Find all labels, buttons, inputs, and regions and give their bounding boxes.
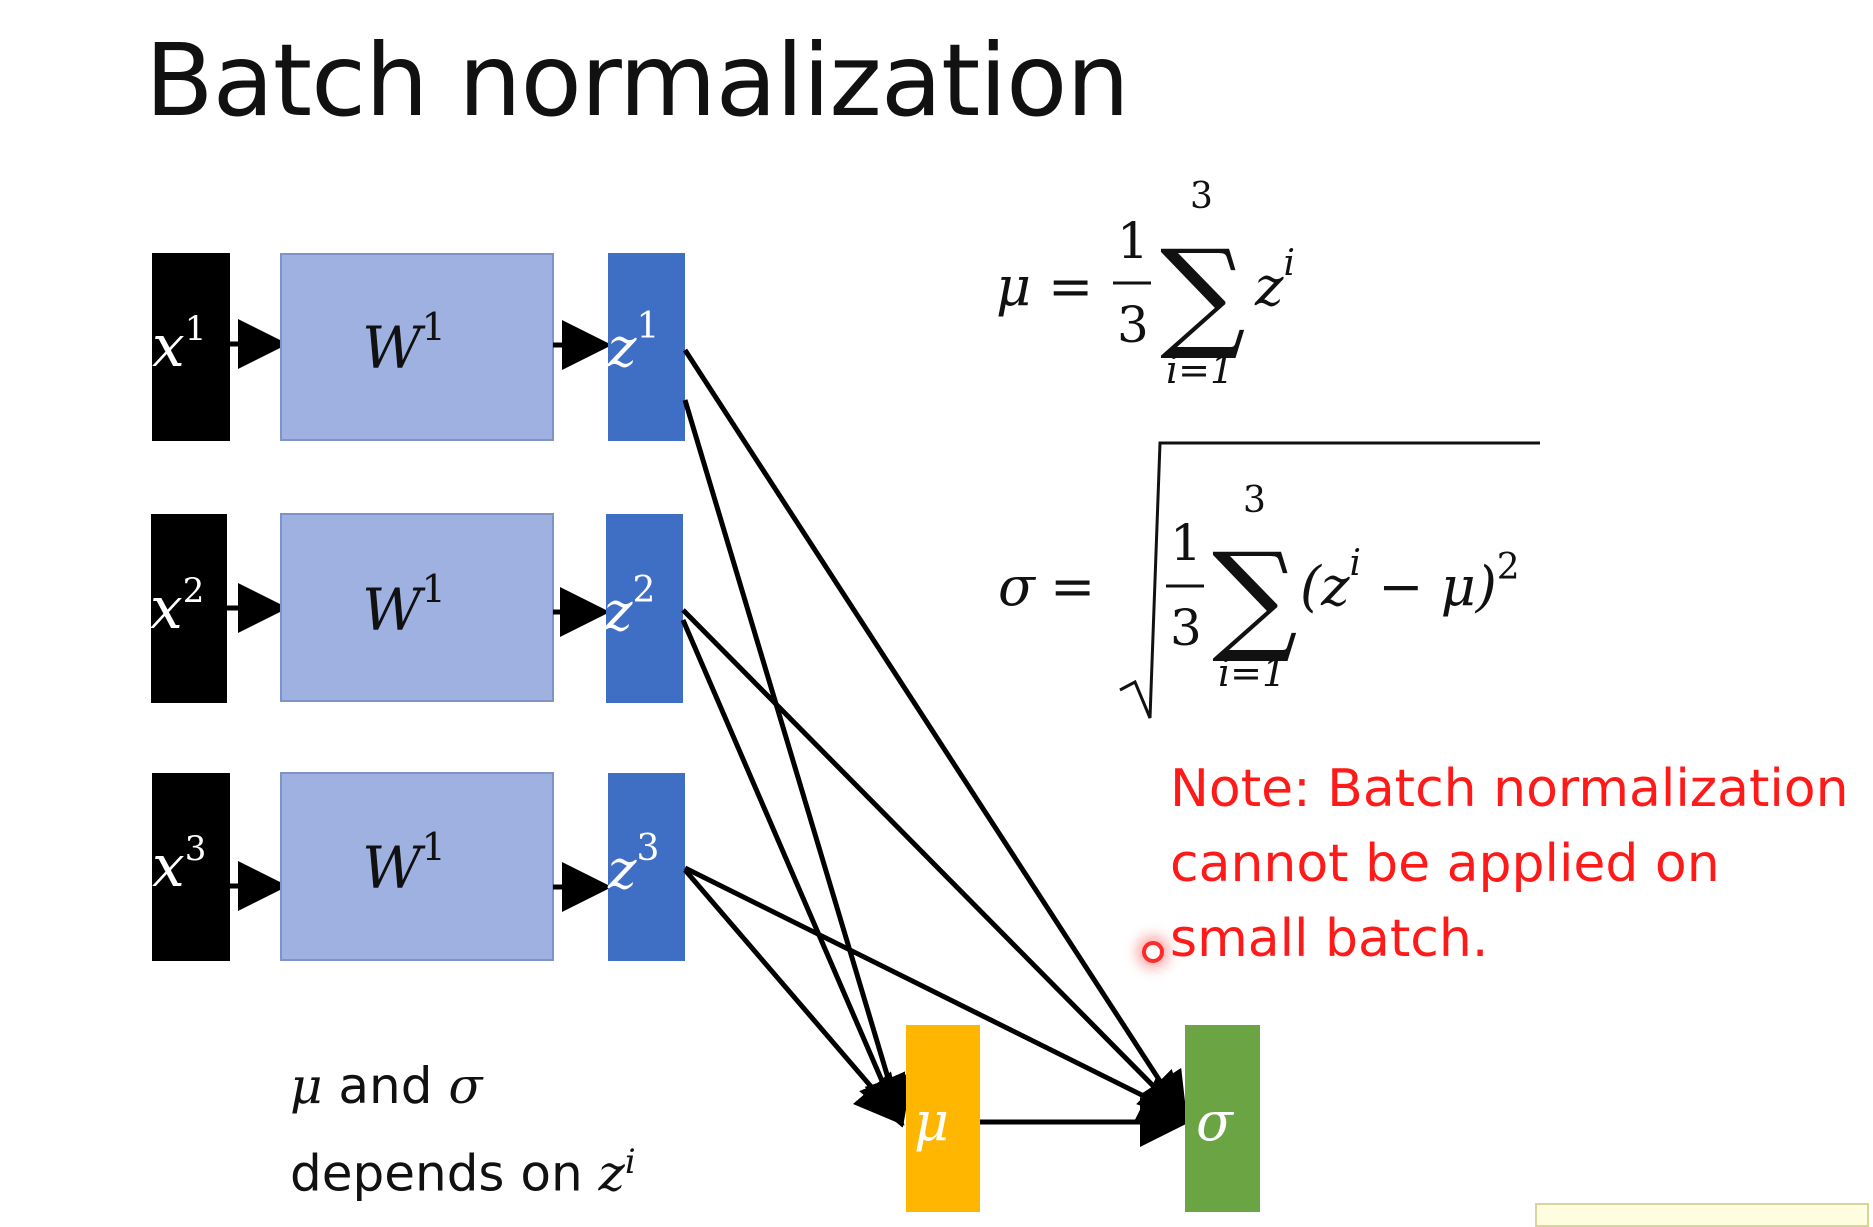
weight-box-1 bbox=[280, 253, 554, 441]
formula-mu: μ = 1 3 3 ∑ i=1 zi bbox=[996, 176, 1295, 392]
weight-box-3 bbox=[280, 772, 554, 961]
formula-mu-term: zi bbox=[1254, 243, 1295, 318]
slide-title: Batch normalization bbox=[145, 22, 1130, 139]
caption-depends: depends on bbox=[290, 1144, 599, 1203]
caption-sigma: σ bbox=[448, 1057, 483, 1115]
input-box-2 bbox=[151, 514, 227, 703]
mu-label: μ bbox=[914, 1090, 949, 1153]
edge-z3-mu bbox=[683, 868, 905, 1126]
formula-sigma-term: (zi − μ)2 bbox=[1300, 543, 1520, 618]
formula-sigma-eq: = bbox=[1050, 555, 1095, 618]
edge-z1-sigma bbox=[682, 348, 1188, 1124]
output-label-1: z1 bbox=[607, 306, 659, 379]
corner-box bbox=[1535, 1203, 1869, 1227]
edge-z1-mu bbox=[682, 399, 913, 1128]
formula-sigma-sum: ∑ bbox=[1212, 528, 1298, 667]
input-box-1 bbox=[152, 253, 230, 441]
output-box-1 bbox=[608, 253, 685, 441]
weight-label-1: W1 bbox=[362, 305, 446, 382]
formula-sigma-lhs: σ bbox=[998, 555, 1037, 618]
formula-mu-frac-den: 3 bbox=[1117, 296, 1149, 354]
note-text: Note: Batch normalization cannot be appl… bbox=[1170, 752, 1870, 977]
formula-sigma-sum-bottom: i=1 bbox=[1218, 651, 1286, 695]
formula-sigma-frac-den: 3 bbox=[1170, 599, 1202, 657]
row-3: x3 W1 z3 bbox=[152, 772, 685, 961]
caption-mu: μ bbox=[290, 1057, 323, 1115]
formula-mu-eq: = bbox=[1048, 255, 1093, 318]
output-label-3: z3 bbox=[607, 828, 659, 901]
input-box-3 bbox=[152, 773, 230, 961]
input-label-3: x3 bbox=[152, 829, 206, 900]
input-label-1: x1 bbox=[152, 309, 206, 380]
caption-line-1: μ and σ bbox=[290, 1048, 636, 1124]
connections bbox=[680, 348, 1191, 1147]
input-label-2: x2 bbox=[150, 571, 204, 642]
caption: μ and σ depends on zi bbox=[290, 1048, 636, 1212]
edge-z2-mu bbox=[680, 619, 906, 1128]
formula-mu-sum-top: 3 bbox=[1190, 176, 1213, 217]
laser-pointer-dot bbox=[1142, 941, 1164, 963]
output-label-2: z2 bbox=[603, 570, 655, 643]
mu-box bbox=[906, 1025, 980, 1212]
sigma-label: σ bbox=[1196, 1090, 1235, 1153]
formula-mu-frac-num: 1 bbox=[1117, 212, 1149, 270]
formula-mu-sum-bottom: i=1 bbox=[1166, 348, 1234, 392]
formula-mu-sum: ∑ bbox=[1160, 225, 1246, 364]
caption-and: and bbox=[322, 1057, 449, 1115]
formula-sigma-sqrt bbox=[1119, 441, 1540, 719]
edge-z2-sigma bbox=[681, 608, 1190, 1123]
note-line-1: Note: Batch normalization bbox=[1170, 759, 1849, 819]
note-line-2: cannot be applied on bbox=[1170, 834, 1720, 894]
sigma-box bbox=[1185, 1025, 1260, 1212]
output-box-2 bbox=[606, 514, 683, 703]
formula-sigma-frac-num: 1 bbox=[1170, 514, 1202, 572]
formula-mu-lhs: μ bbox=[996, 255, 1031, 318]
caption-z: z bbox=[598, 1144, 625, 1203]
formula-sigma: σ = 1 3 3 ∑ i=1 (zi − μ)2 bbox=[998, 441, 1540, 719]
weight-label-2: W1 bbox=[362, 567, 446, 644]
note-line-3: small batch. bbox=[1170, 909, 1489, 969]
weight-box-2 bbox=[280, 513, 554, 702]
caption-z-sup: i bbox=[624, 1142, 636, 1182]
formula-sigma-sum-top: 3 bbox=[1243, 480, 1266, 521]
row-2: x2 W1 z2 bbox=[150, 513, 683, 703]
edge-z3-sigma bbox=[683, 865, 1191, 1120]
weight-label-3: W1 bbox=[362, 825, 446, 902]
caption-line-2: depends on zi bbox=[290, 1124, 636, 1212]
output-box-3 bbox=[608, 773, 685, 961]
row-1: x1 W1 z1 bbox=[152, 253, 685, 441]
